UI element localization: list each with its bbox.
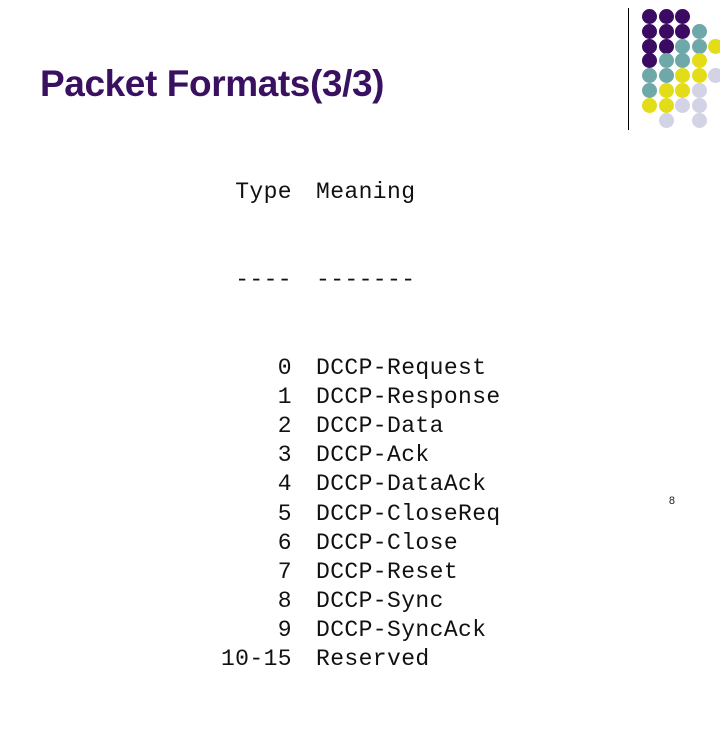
decoration-dot bbox=[708, 38, 720, 54]
decoration-dot bbox=[691, 23, 707, 39]
table-separator-row: ----------- bbox=[196, 266, 501, 295]
cell-meaning: DCCP-Reset bbox=[316, 558, 459, 585]
cell-type: 1 bbox=[277, 383, 292, 410]
table-row: 1 DCCP-Response bbox=[196, 383, 501, 412]
table-row: 6 DCCP-Close bbox=[196, 529, 501, 558]
decoration-dot bbox=[691, 112, 707, 128]
cell-meaning: DCCP-Response bbox=[316, 383, 501, 410]
cell-meaning: DCCP-Sync bbox=[316, 588, 444, 615]
cell-meaning: DCCP-Close bbox=[316, 529, 459, 556]
cell-meaning: DCCP-CloseReq bbox=[316, 500, 501, 527]
decoration-dot bbox=[675, 97, 691, 113]
decoration-dot bbox=[642, 68, 657, 84]
table-row: 8 DCCP-Sync bbox=[196, 587, 501, 616]
header-meaning: Meaning bbox=[316, 179, 416, 206]
page-number: 8 bbox=[668, 495, 675, 507]
decoration-dot bbox=[675, 9, 691, 24]
cell-type: 4 bbox=[277, 471, 292, 498]
decoration-dot bbox=[642, 23, 657, 39]
cell-meaning: DCCP-Request bbox=[316, 354, 487, 381]
decoration-dot bbox=[675, 83, 691, 98]
separator-type: ---- bbox=[235, 267, 292, 293]
table-header-row: Type Meaning bbox=[196, 178, 501, 207]
cell-meaning: DCCP-SyncAck bbox=[316, 617, 487, 644]
decoration-dot bbox=[658, 38, 674, 54]
separator-meaning: ------- bbox=[316, 267, 416, 293]
cell-type: 8 bbox=[277, 588, 292, 615]
cell-meaning: DCCP-DataAck bbox=[316, 471, 487, 498]
table-row: 5 DCCP-CloseReq bbox=[196, 500, 501, 529]
decoration-dot bbox=[675, 68, 691, 84]
cell-type: 0 bbox=[277, 354, 292, 381]
table-row: 4 DCCP-DataAck bbox=[196, 470, 501, 499]
decoration-dot bbox=[691, 38, 707, 54]
cell-meaning: DCCP-Data bbox=[316, 412, 444, 439]
page-title: Packet Formats(3/3) bbox=[40, 63, 385, 104]
decoration-dot bbox=[691, 83, 707, 98]
table-row: 3 DCCP-Ack bbox=[196, 441, 501, 470]
cell-type: 5 bbox=[277, 500, 292, 527]
table-row: 9 DCCP-SyncAck bbox=[196, 616, 501, 645]
decoration-dot bbox=[642, 38, 657, 54]
decoration-dot bbox=[675, 23, 691, 39]
cell-meaning: Reserved bbox=[316, 646, 430, 673]
table-row: 7 DCCP-Reset bbox=[196, 558, 501, 587]
cell-type: 10-15 bbox=[220, 646, 292, 673]
decoration-dot bbox=[658, 97, 674, 113]
decoration-dot bbox=[658, 83, 674, 98]
vertical-rule-divider bbox=[628, 8, 629, 130]
decoration-dot bbox=[675, 53, 691, 69]
cell-type: 2 bbox=[277, 412, 292, 439]
decoration-dot bbox=[658, 9, 674, 24]
table-row: 10-15 Reserved bbox=[196, 645, 501, 674]
decoration-dot bbox=[708, 68, 720, 84]
dot-grid-decoration bbox=[628, 6, 720, 130]
decoration-dot bbox=[691, 53, 707, 69]
decoration-dot bbox=[691, 68, 707, 84]
decoration-dot bbox=[658, 53, 674, 69]
cell-type: 7 bbox=[277, 558, 292, 585]
cell-meaning: DCCP-Ack bbox=[316, 442, 430, 469]
table-row: 0 DCCP-Request bbox=[196, 354, 501, 383]
decoration-dot bbox=[675, 38, 691, 54]
decoration-dot bbox=[658, 68, 674, 84]
cell-type: 3 bbox=[277, 442, 292, 469]
decoration-dot bbox=[658, 23, 674, 39]
decoration-dot bbox=[642, 97, 657, 113]
decoration-dot bbox=[642, 53, 657, 69]
decoration-dot bbox=[658, 112, 674, 128]
cell-type: 6 bbox=[277, 529, 292, 556]
header-type: Type bbox=[235, 179, 292, 206]
decoration-dot bbox=[642, 9, 657, 24]
cell-type: 9 bbox=[277, 617, 292, 644]
decoration-dot bbox=[642, 83, 657, 98]
decoration-dot bbox=[691, 97, 707, 113]
table-row: 2 DCCP-Data bbox=[196, 412, 501, 441]
